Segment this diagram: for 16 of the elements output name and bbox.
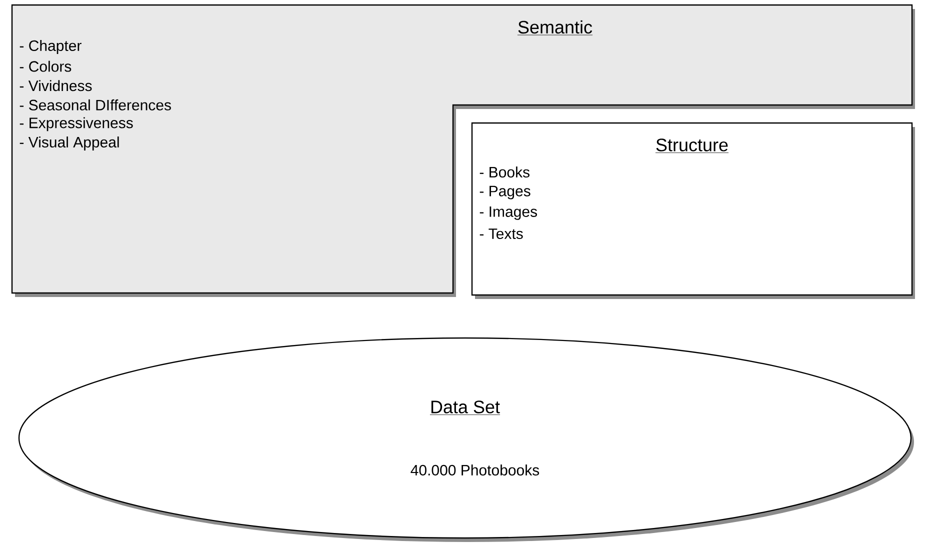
list-item: - Expressiveness: [20, 117, 133, 132]
list-item: - Images: [480, 206, 537, 220]
data-set-ellipse: [18, 337, 914, 542]
panel-heading: Semantic: [517, 20, 593, 36]
list-item: - Visual Appeal: [20, 136, 119, 150]
list-item: - Pages: [480, 186, 530, 200]
body-text: 40.000 Photobooks: [410, 464, 540, 476]
list-item: - Seasonal DIfferences: [20, 99, 171, 110]
list-item: - Vividness: [20, 80, 92, 92]
panel-heading: Data Set: [430, 400, 500, 415]
list-item: - Books: [480, 166, 530, 178]
list-item: - Chapter: [20, 40, 82, 54]
list-item: - Texts: [480, 228, 523, 240]
structure-panel: [471, 122, 915, 299]
list-item: - Colors: [20, 60, 72, 72]
panel-heading: Structure: [655, 138, 729, 153]
